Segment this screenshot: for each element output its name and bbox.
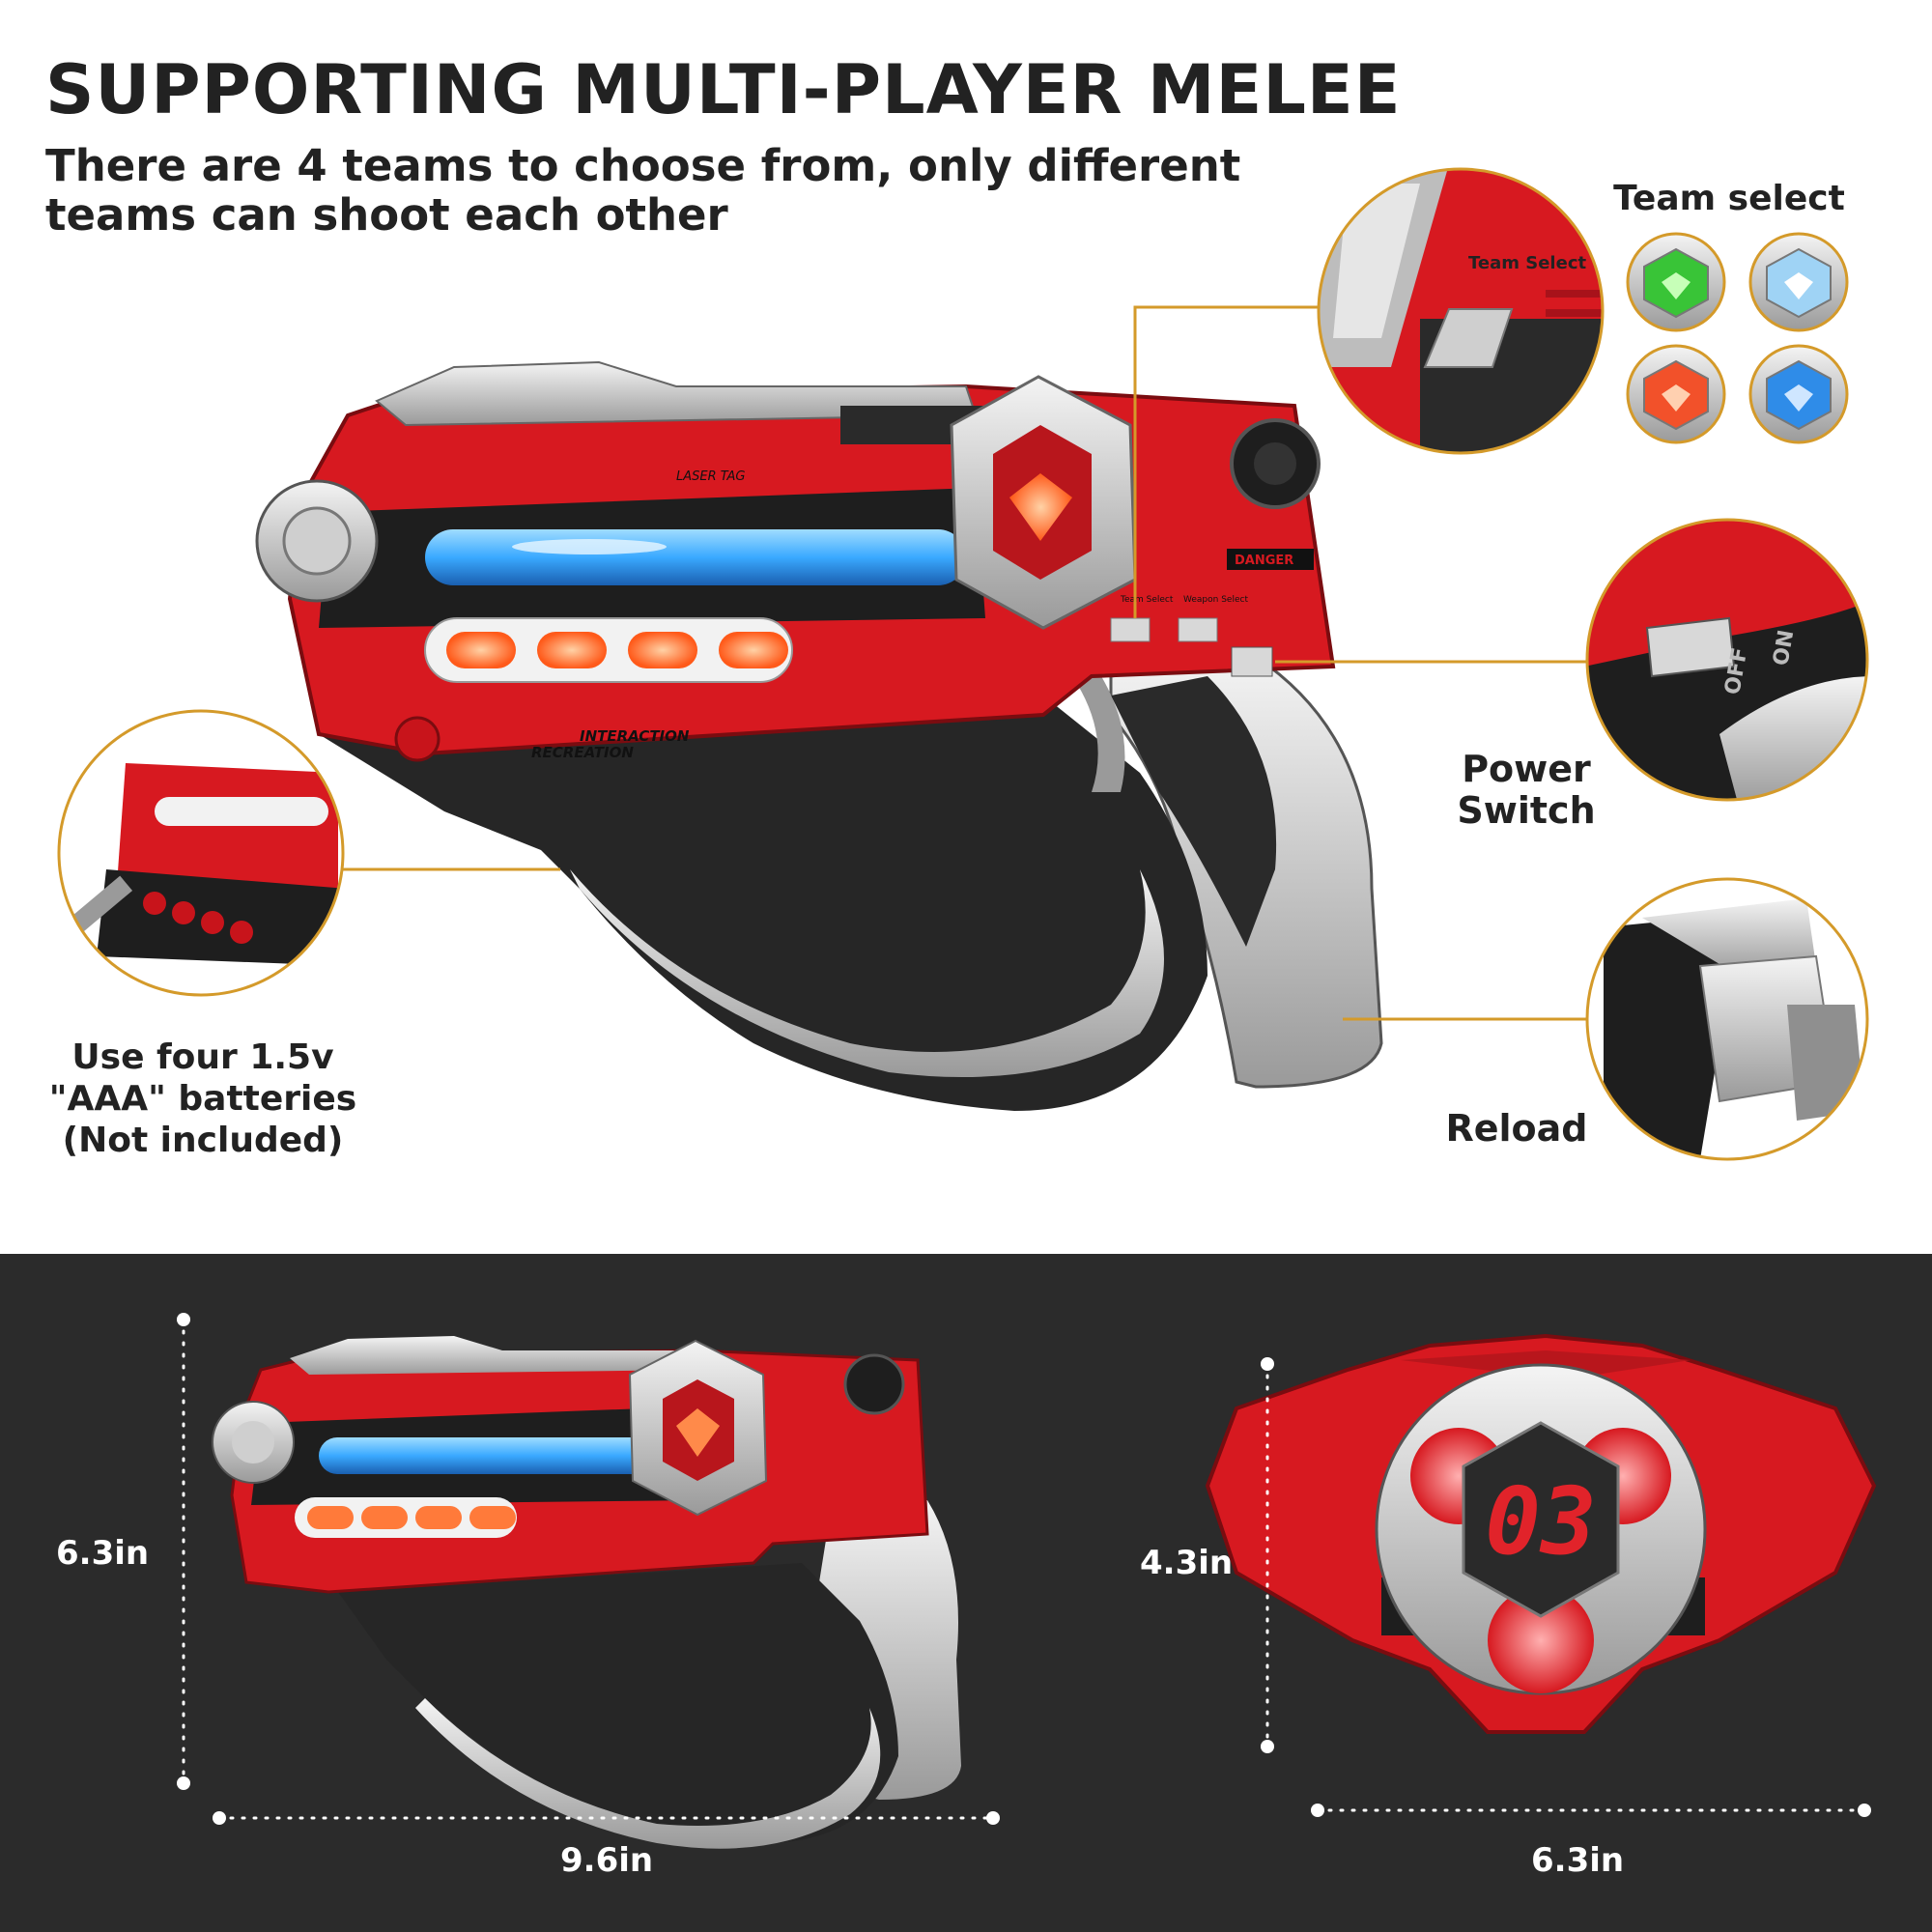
power-switch-zoom: OFF ON	[1585, 518, 1869, 802]
laser-gun: LASER TAG INTERACTION RECREATION DANGER …	[255, 360, 1383, 1111]
gun-label-weapon-select: Weapon Select	[1183, 595, 1248, 605]
team-indicator-light-blue	[1748, 232, 1849, 332]
gun-label-interaction: INTERACTION	[580, 727, 690, 745]
team-select-label: Team select	[1613, 179, 1845, 218]
gun-label-danger: DANGER	[1235, 554, 1293, 568]
team-indicator-red	[1626, 344, 1726, 444]
team-indicator-blue	[1748, 344, 1849, 444]
power-switch-label: Power Switch	[1457, 748, 1596, 832]
dimensions-illustration: 03	[177, 1313, 1877, 1849]
reload-label: Reload	[1445, 1107, 1588, 1150]
vest-target-dimension-view: 03	[1205, 1333, 1877, 1734]
page-title: SUPPORTING MULTI-PLAYER MELEE	[45, 50, 1402, 129]
team-color-indicators	[1626, 232, 1849, 444]
battery-label: Use four 1.5v "AAA" batteries (Not inclu…	[48, 1037, 357, 1160]
vest-height-dimension: 4.3in	[1140, 1544, 1234, 1582]
gun-height-dimension: 6.3in	[56, 1534, 150, 1573]
gun-label-team-select: Team Select	[1120, 595, 1174, 605]
team-select-zoom: Team Select	[1317, 167, 1605, 455]
gun-label-laser-tag: LASER TAG	[676, 469, 745, 484]
dimension-lines	[182, 1318, 1866, 1820]
blue-glow-tube	[425, 529, 966, 585]
callout-lines	[343, 305, 1589, 1021]
team-indicator-green	[1626, 232, 1726, 332]
gun-width-dimension: 9.6in	[560, 1841, 654, 1880]
gun-trigger-guard	[319, 696, 1208, 1111]
page-subtitle: There are 4 teams to choose from, only d…	[45, 140, 1241, 241]
vest-score-display: 03	[1485, 1467, 1597, 1576]
gun-label-recreation: RECREATION	[531, 744, 634, 761]
vest-width-dimension: 6.3in	[1531, 1841, 1625, 1880]
battery-zoom	[57, 709, 345, 997]
dimensions-panel: 03 6.3in 9.6in 4.3in 6.3in	[0, 1254, 1932, 1932]
zoom-team-select-text: Team Select	[1468, 253, 1586, 273]
gun-dimension-view	[212, 1336, 961, 1849]
product-illustration-top: LASER TAG INTERACTION RECREATION DANGER …	[57, 167, 1869, 1161]
reload-zoom	[1585, 877, 1869, 1161]
dimension-line-endpoints	[177, 1313, 1871, 1825]
